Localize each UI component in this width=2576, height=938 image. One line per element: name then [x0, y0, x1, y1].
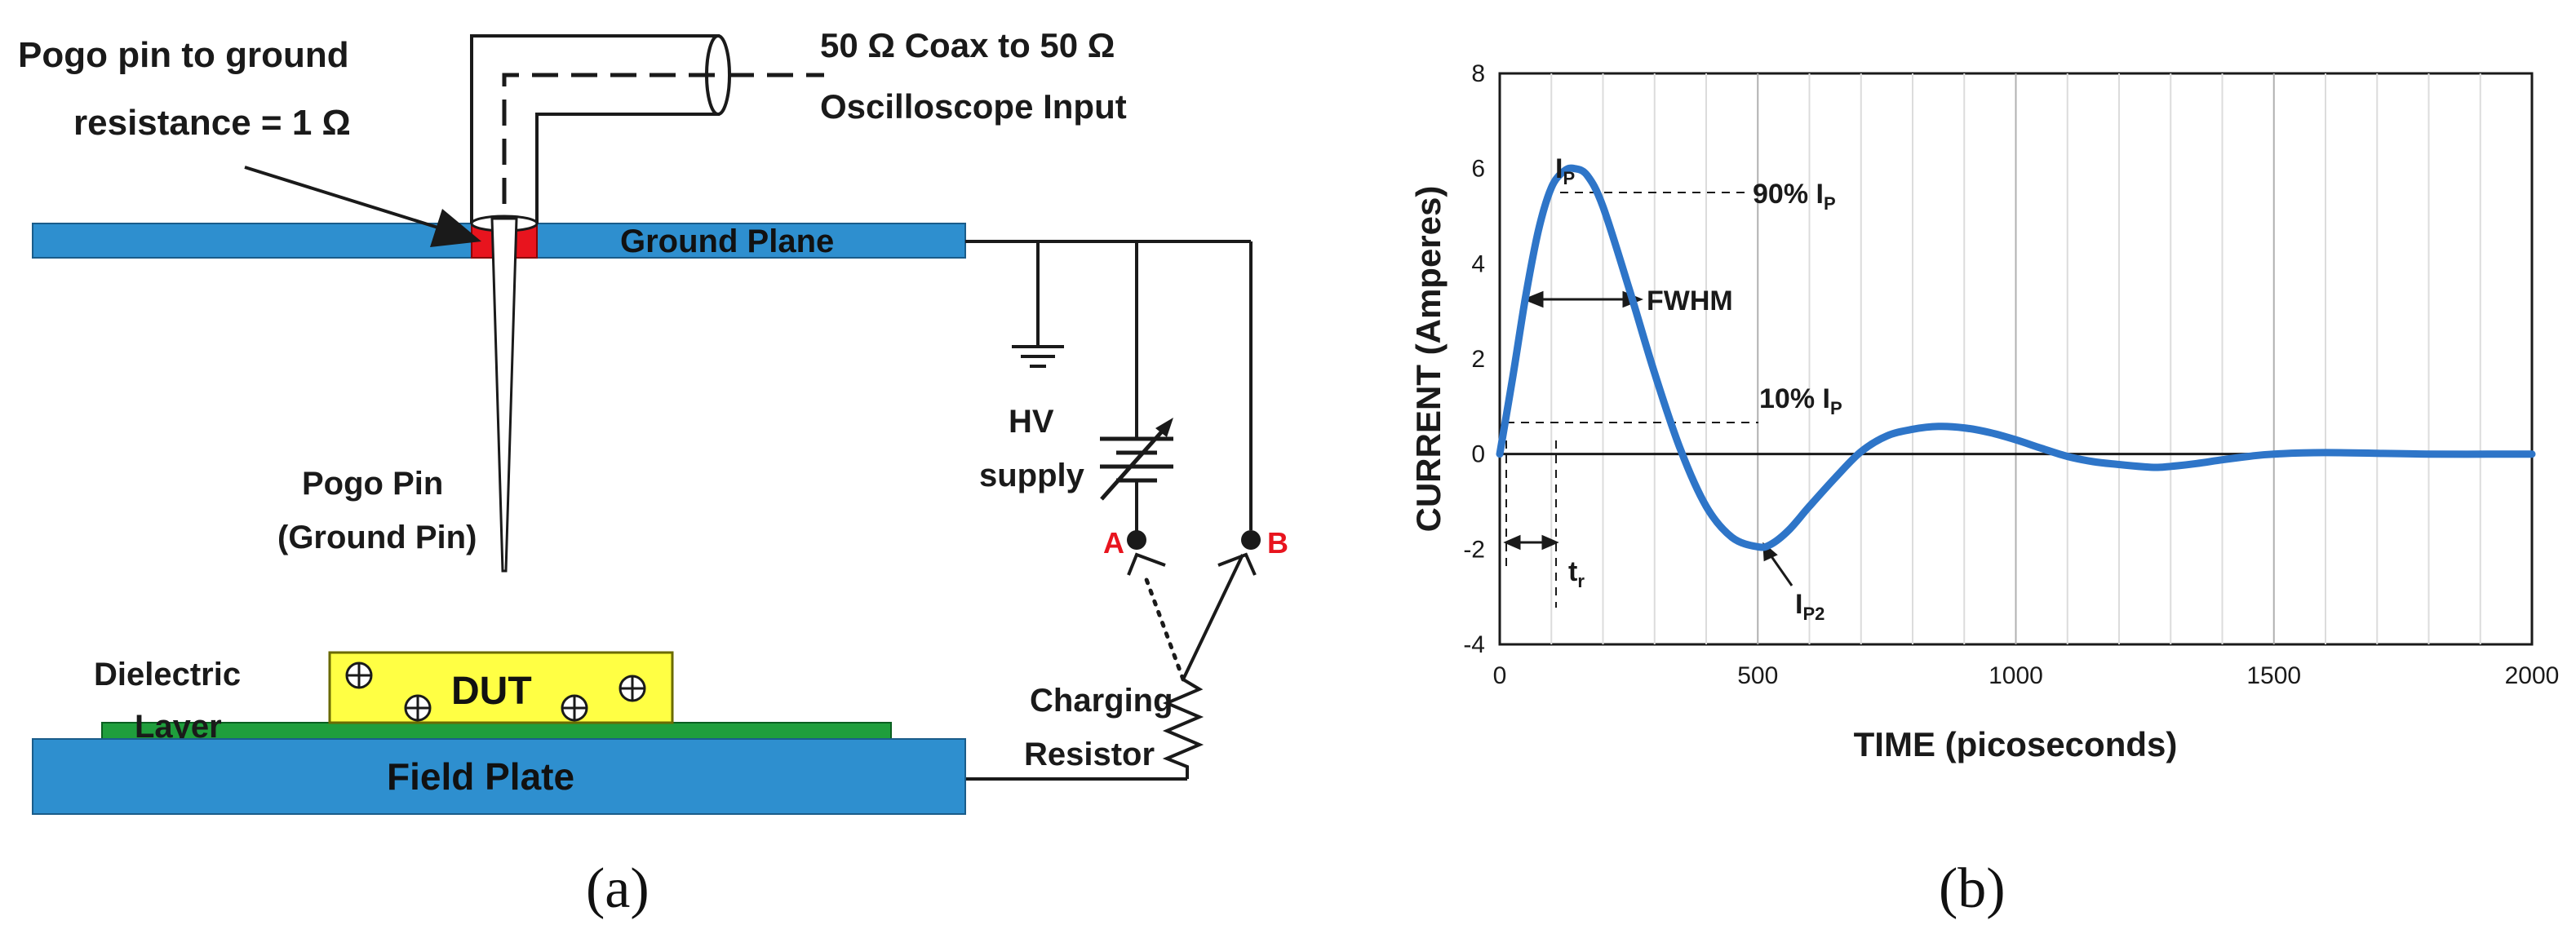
annotation-10pct: 10% IP	[1759, 383, 1842, 418]
annotation-90pct: 90% IP	[1753, 179, 1836, 214]
charging-label-line2: Resistor	[1024, 737, 1155, 772]
hv-label-line1: HV	[1009, 404, 1054, 440]
panel-a-label: (a)	[586, 857, 650, 920]
x-tick-label: 0	[1493, 662, 1507, 689]
node-a	[1127, 530, 1146, 550]
charging-label-line1: Charging	[1030, 683, 1173, 719]
charging-resistor	[1162, 678, 1204, 779]
tick-layer: 0 500 1000 1500 2000 -4 -2 0 2 4 6 8	[1463, 60, 2559, 689]
dut	[328, 651, 674, 724]
hv-variable-arrowhead	[1155, 418, 1173, 437]
grid-layer	[1550, 73, 2481, 644]
contact-a-arm	[1127, 552, 1166, 576]
y-tick-label: 0	[1471, 441, 1485, 468]
dut-pin-markers	[345, 661, 646, 722]
tr-arrow	[1503, 534, 1559, 551]
annotation-ip2: IP2	[1795, 589, 1824, 624]
x-tick-label: 500	[1737, 662, 1778, 689]
coax-label-line1: 50 Ω Coax to 50 Ω	[820, 26, 1115, 64]
hv-label-line2: supply	[979, 458, 1085, 493]
dielectric-label-line1: Dielectric	[94, 657, 241, 692]
current-waveform-line	[1496, 164, 2536, 551]
x-tick-label: 1500	[2246, 662, 2301, 689]
pogo-resistance-line1: Pogo pin to ground	[18, 35, 349, 75]
y-tick-label: 2	[1471, 346, 1485, 373]
y-tick-label: -4	[1463, 631, 1485, 658]
annotation-fwhm: FWHM	[1647, 285, 1733, 316]
field-plate-label: Field Plate	[387, 755, 574, 798]
panel-b-label: (b)	[1939, 857, 2006, 920]
y-tick-label: 8	[1471, 60, 1485, 87]
pogo-resistance-arrow	[244, 166, 441, 230]
annotation-ip: IP	[1555, 153, 1575, 188]
y-tick-label: -2	[1463, 536, 1485, 563]
annotation-lines	[1505, 192, 1758, 608]
ground-plane-label: Ground Plane	[620, 223, 834, 259]
pogo-pin	[490, 217, 518, 573]
dut-label: DUT	[451, 670, 532, 713]
node-b-label: B	[1267, 526, 1288, 560]
switch-blade-to-b	[1182, 554, 1244, 680]
pogo-pin-label-line1: Pogo Pin	[302, 466, 443, 502]
coax-label-line2: Oscilloscope Input	[820, 87, 1127, 126]
x-tick-label: 1000	[1989, 662, 2043, 689]
node-a-label: A	[1103, 526, 1124, 560]
ground-symbol	[1012, 345, 1064, 368]
coax-cable	[470, 34, 720, 223]
switch-dotted-to-a	[1142, 573, 1186, 682]
pogo-pin-label-line2: (Ground Pin)	[277, 520, 477, 555]
annotation-tr: tr	[1568, 556, 1585, 591]
panel-a-diagram: Ground Plane 50 Ω Coax to 50 Ω Oscillosc…	[18, 26, 1288, 920]
coax-center-conductor	[502, 73, 824, 204]
pogo-resistance-arrowhead	[430, 209, 481, 247]
y-tick-label: 6	[1471, 156, 1485, 183]
field-plate	[32, 738, 966, 815]
panel-b-chart: 0 500 1000 1500 2000 -4 -2 0 2 4 6 8 IP 90% IP FWHM…	[1409, 60, 2559, 920]
y-tick-label: 4	[1471, 250, 1485, 277]
node-b	[1241, 530, 1261, 550]
x-tick-label: 2000	[2505, 662, 2560, 689]
contact-b-arm	[1217, 552, 1257, 576]
x-axis-title: TIME (picoseconds)	[1854, 725, 2178, 763]
pogo-resistance-line2: resistance = 1 Ω	[73, 103, 351, 143]
y-axis-title: CURRENT (Amperes)	[1409, 186, 1448, 533]
